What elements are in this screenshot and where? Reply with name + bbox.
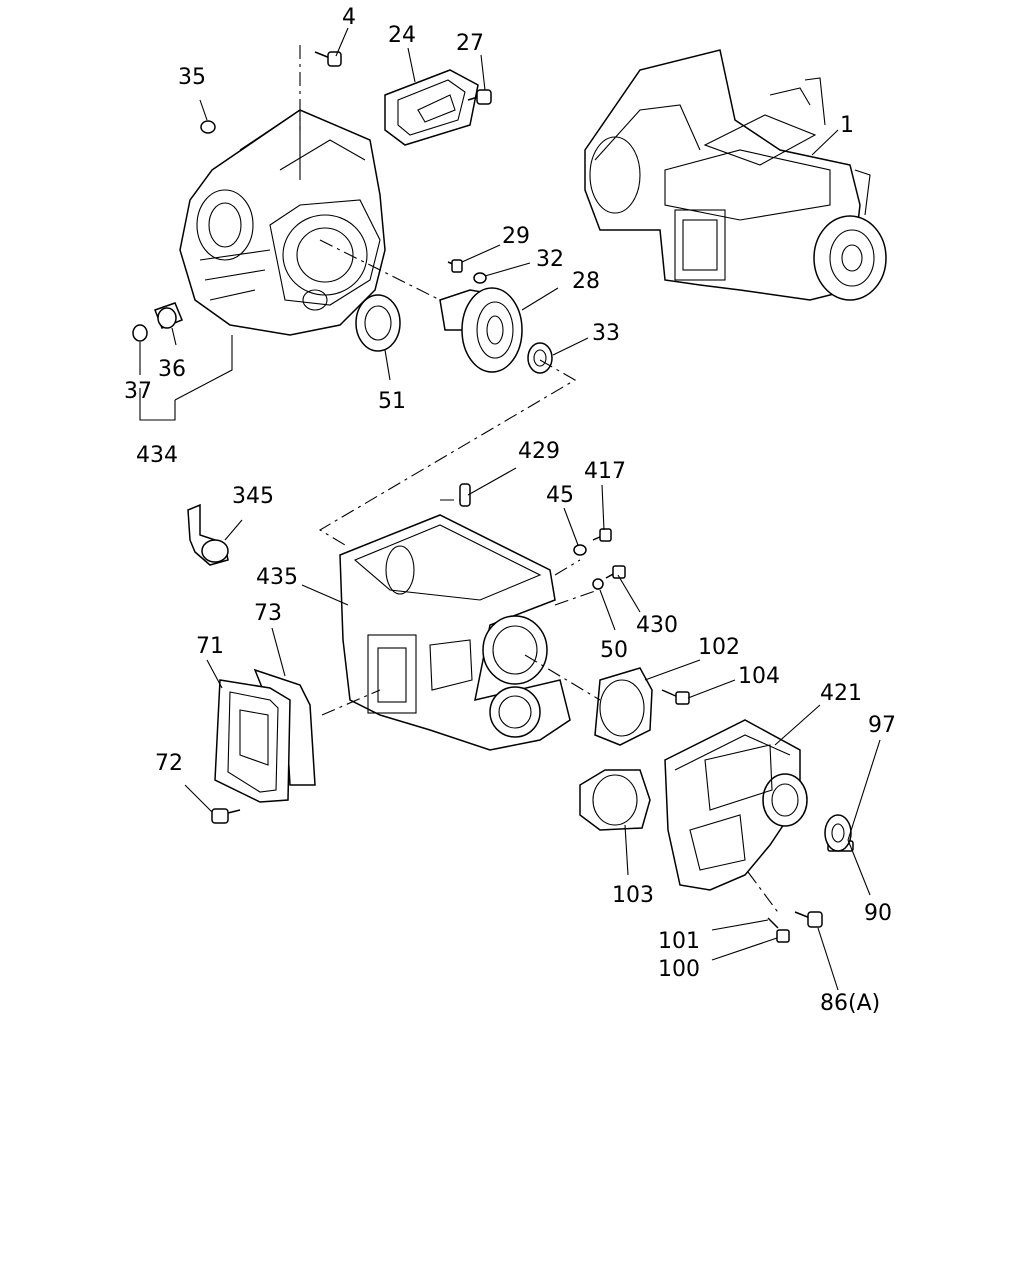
clutch-housing [179, 109, 386, 336]
callout-421: 421 [820, 681, 862, 706]
callout-101: 101 [658, 929, 700, 954]
washer-50 [592, 578, 604, 590]
bracket-345 [187, 503, 229, 566]
leader-lines [139, 27, 881, 991]
callout-73: 73 [254, 601, 282, 626]
callout-434: 434 [136, 443, 178, 468]
callout-102: 102 [698, 635, 740, 660]
callout-430: 430 [636, 613, 678, 638]
callout-37: 37 [124, 379, 152, 404]
callout-71: 71 [196, 634, 224, 659]
callout-4: 4 [342, 5, 356, 30]
bolt-29 [447, 259, 463, 273]
bolt-27 [467, 89, 492, 105]
transmission-assembly-1 [584, 49, 887, 301]
callout-429: 429 [518, 439, 560, 464]
callout-27: 27 [456, 31, 484, 56]
callout-417: 417 [584, 459, 626, 484]
seal-90 [824, 814, 852, 852]
callout-45: 45 [546, 483, 574, 508]
callout-labels: 4 24 27 35 1 29 32 28 33 51 36 37 434 42… [124, 5, 896, 1016]
bolt-104 [661, 689, 690, 705]
dowel-pin-429 [459, 483, 471, 507]
washer-45 [573, 544, 587, 556]
callout-86a: 86(A) [820, 991, 880, 1016]
callout-28: 28 [572, 269, 600, 294]
callout-1: 1 [840, 113, 854, 138]
bolt-86a [794, 911, 823, 928]
bearing-retainer-28 [439, 287, 523, 373]
bushing-36 [154, 302, 183, 329]
cover-gasket-24 [384, 69, 479, 146]
callout-51: 51 [378, 389, 406, 414]
assembly-centerlines [299, 45, 781, 916]
callout-90: 90 [864, 901, 892, 926]
transmission-case-435 [339, 514, 571, 751]
callout-29: 29 [502, 224, 530, 249]
gasket-103 [579, 769, 651, 831]
callout-32: 32 [536, 247, 564, 272]
gasket-102 [594, 667, 653, 746]
callout-103: 103 [612, 883, 654, 908]
callout-33: 33 [592, 321, 620, 346]
callout-35: 35 [178, 65, 206, 90]
callout-50: 50 [600, 638, 628, 663]
pin-101 [767, 917, 779, 929]
bolt-417 [592, 528, 612, 542]
nut-35 [200, 120, 216, 134]
bolt-430 [605, 565, 626, 579]
seal-33 [527, 342, 553, 374]
plug-100 [776, 929, 790, 943]
extension-housing-421 [664, 719, 808, 891]
callout-24: 24 [388, 23, 416, 48]
callout-97: 97 [868, 713, 896, 738]
callout-104: 104 [738, 664, 780, 689]
bolt-72 [211, 808, 241, 824]
callout-100: 100 [658, 957, 700, 982]
seal-51 [355, 294, 401, 352]
callout-72: 72 [155, 751, 183, 776]
washer-32 [473, 272, 487, 284]
ring-37 [132, 324, 148, 342]
callout-345: 345 [232, 484, 274, 509]
callout-435: 435 [256, 565, 298, 590]
bolt-4 [314, 51, 342, 67]
side-cover-71 [214, 679, 291, 803]
callout-36: 36 [158, 357, 186, 382]
